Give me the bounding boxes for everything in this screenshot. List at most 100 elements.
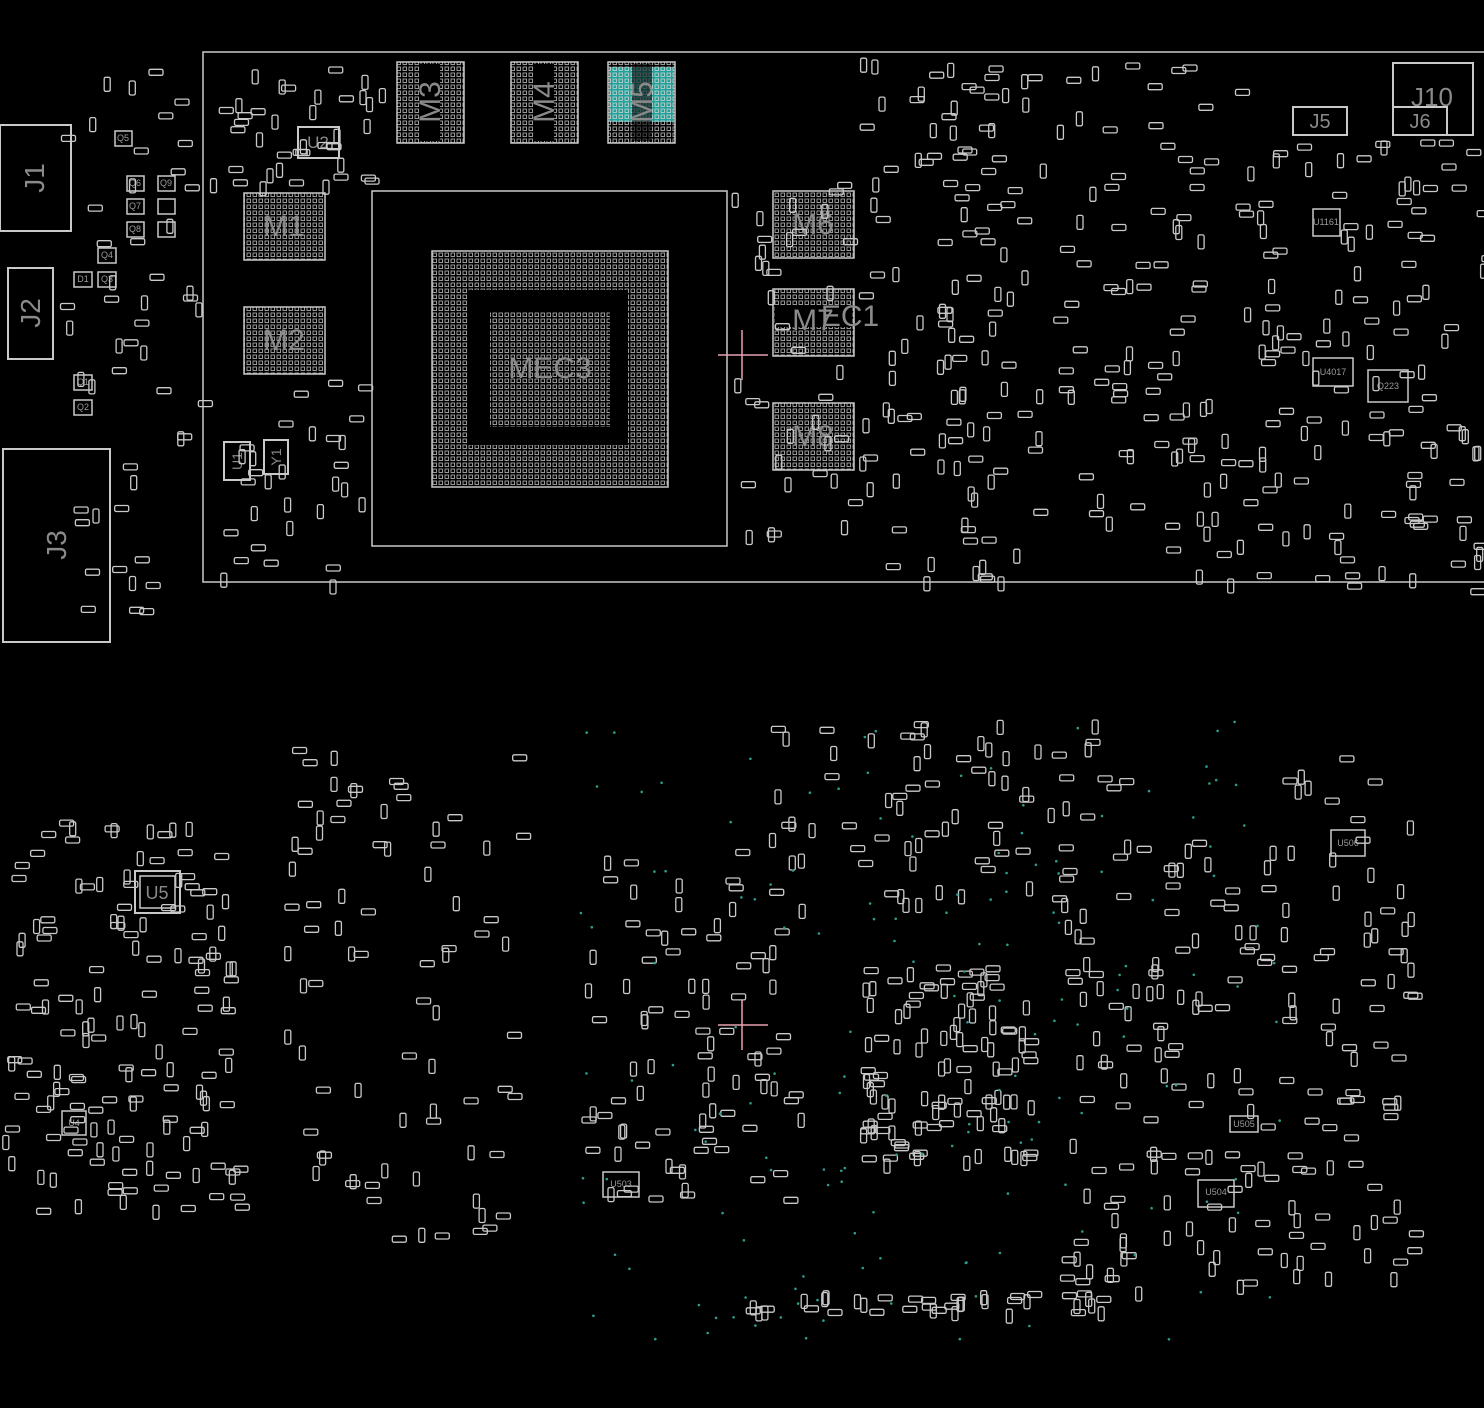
passive-pad [1449, 478, 1465, 487]
memory-m4[interactable]: M4 [510, 61, 579, 144]
net-dot [1058, 1096, 1061, 1100]
memory-m8[interactable]: M8 [772, 402, 855, 471]
chip-u5[interactable]: U5 [134, 870, 181, 914]
passive-pad [812, 469, 828, 478]
passive-pad [1288, 1200, 1296, 1216]
passive-pad [347, 785, 364, 793]
passive-pad [630, 884, 638, 900]
u4017-label: U4017 [1320, 367, 1347, 377]
transistor-q2[interactable]: Q2 [73, 399, 93, 416]
passive-pad [1224, 1151, 1241, 1159]
passive-pad [772, 1169, 789, 1178]
ec1-label: EC1 [821, 300, 879, 333]
passive-pad [60, 1029, 76, 1037]
passive-pad [1053, 316, 1069, 324]
passive-pad [328, 66, 344, 74]
diode-d1[interactable]: D1 [73, 271, 93, 288]
transistor-q5[interactable]: Q5 [114, 130, 133, 147]
passive-pad [1147, 361, 1164, 370]
passive-pad [1013, 548, 1021, 564]
connector-j3[interactable]: J3 [2, 448, 111, 643]
passive-pad [259, 181, 267, 197]
passive-pad [174, 948, 182, 964]
passive-pad [1276, 325, 1285, 341]
passive-pad [299, 139, 308, 155]
passive-pad [985, 742, 993, 758]
chip-u504[interactable]: U504 [1197, 1179, 1235, 1208]
connector-j2[interactable]: J2 [7, 267, 54, 360]
memory-m5-selected[interactable]: M5 [607, 61, 676, 144]
passive-pad [1333, 386, 1350, 394]
memory-m7[interactable]: M7 EC1 [772, 288, 879, 357]
passive-pad [785, 231, 794, 248]
passive-pad [223, 529, 239, 537]
transistor-q1[interactable]: Q1 [73, 374, 93, 391]
passive-pad [16, 941, 24, 957]
passive-pad [968, 455, 984, 463]
transistor-q4[interactable]: Q4 [97, 247, 117, 264]
transistor-q7[interactable]: Q7 [126, 198, 145, 215]
passive-pad [1085, 1291, 1093, 1308]
passive-pad [495, 1212, 512, 1220]
passive-pad [830, 745, 838, 762]
transistor-q9[interactable]: Q9 [157, 175, 176, 192]
passive-pad [1406, 820, 1415, 836]
net-dot [978, 942, 981, 946]
chip-u1[interactable]: U1 [223, 441, 251, 481]
chip-u505[interactable]: U505 [1229, 1115, 1259, 1133]
passive-pad [921, 1303, 937, 1311]
passive-pad [206, 904, 214, 920]
passive-pad [1023, 1038, 1040, 1046]
passive-pad [1399, 371, 1415, 379]
passive-pad [255, 132, 264, 148]
passive-pad [1125, 346, 1134, 362]
memory-m1[interactable]: M1 [243, 192, 326, 261]
memory-m6[interactable]: M6 [772, 190, 855, 259]
passive-pad [634, 1141, 651, 1149]
passive-pad [754, 255, 763, 271]
net-dot [769, 883, 772, 886]
passive-pad [1148, 969, 1164, 977]
net-dot [879, 817, 882, 820]
memory-m3[interactable]: M3 [396, 61, 465, 144]
passive-pad [1091, 66, 1100, 82]
passive-pad [125, 1067, 133, 1083]
passive-pad [610, 1097, 627, 1105]
passive-pad [1126, 1044, 1142, 1052]
passive-pad [893, 1144, 910, 1152]
passive-pad [870, 197, 878, 213]
transistor-q8[interactable]: Q8 [126, 221, 145, 238]
memory-m2[interactable]: M2 [243, 306, 326, 375]
transistor-q223[interactable]: Q223 [1367, 369, 1409, 403]
passive-pad [963, 1155, 971, 1171]
passive-pad [750, 1176, 766, 1184]
passive-pad [1027, 74, 1043, 82]
net-dot [1030, 1138, 1034, 1141]
crystal-y1[interactable]: Y1 [263, 439, 289, 475]
passive-pad [77, 371, 85, 388]
chip-u1161[interactable]: U1161 [1312, 208, 1341, 237]
passive-pad [1300, 425, 1309, 442]
net-dot [989, 898, 992, 901]
passive-pad [1225, 887, 1241, 895]
net-dot [1234, 783, 1238, 787]
passive-pad [1243, 499, 1259, 507]
q2-label: Q2 [77, 402, 89, 412]
net-dot [1174, 1084, 1178, 1087]
connector-j5[interactable]: J5 [1292, 106, 1348, 136]
connector-j10[interactable]: J10 [1392, 62, 1474, 136]
passive-pad [478, 1207, 486, 1224]
connector-j6[interactable]: J6 [1392, 106, 1448, 136]
passive-pad [41, 999, 50, 1015]
gpu-mec3[interactable]: MEC3 [371, 190, 728, 547]
passive-pad [992, 1124, 1008, 1133]
passive-pad [862, 454, 879, 462]
connector-j1[interactable]: J1 [0, 124, 72, 232]
passive-pad [284, 946, 292, 962]
transistor-q3[interactable]: Q3 [97, 271, 117, 288]
passive-pad [1124, 1006, 1132, 1022]
passive-pad [361, 74, 369, 91]
passive-pad [984, 93, 1000, 101]
passive-pad [923, 576, 931, 592]
